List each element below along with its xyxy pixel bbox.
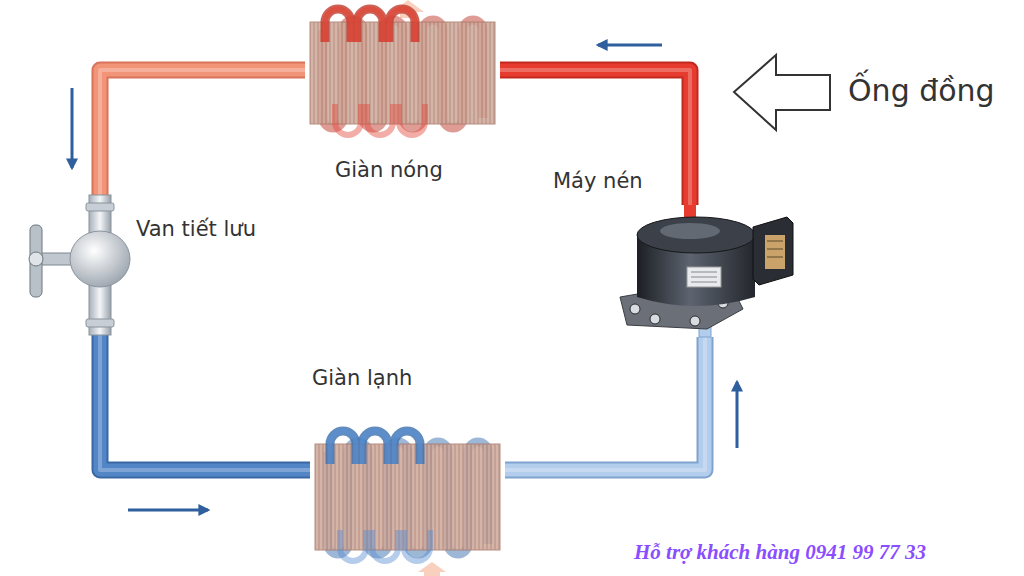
plate-line (691, 282, 717, 283)
pipe-outline (100, 70, 305, 195)
plate-line (691, 272, 717, 273)
pipe-body (505, 337, 705, 470)
pipe-shine (100, 335, 310, 470)
mount-hole (650, 314, 660, 324)
pipe-body (100, 335, 310, 470)
node-label: Giàn nóng (335, 158, 443, 182)
rating-plate (687, 267, 721, 287)
flow-arrow (598, 44, 662, 47)
pipe-outline (500, 70, 690, 205)
pipe-body (100, 70, 305, 195)
terminal-block (765, 235, 785, 269)
flow-arrow (736, 382, 739, 448)
hollow-arrow (734, 55, 830, 130)
expansion-valve: Van tiết lưu (20, 195, 130, 335)
mount-hole (630, 304, 640, 314)
node-label: Máy nén (553, 169, 643, 193)
condenser-coil: Giàn nóng (305, 8, 500, 132)
terminal-pin (767, 257, 783, 258)
flow-arrow (128, 509, 208, 512)
flow-arrow (71, 88, 74, 168)
coil-bend (325, 9, 415, 42)
compressor: Máy nén (615, 205, 795, 337)
part-label: Ống đồng (848, 73, 995, 108)
pipe-outline (100, 335, 310, 470)
copper-pipe (100, 335, 310, 510)
compressor-dome (637, 217, 755, 253)
terminal-box (753, 217, 793, 285)
node-label: Giàn lạnh (312, 366, 412, 390)
valve-handle (30, 225, 42, 297)
coil-bend (340, 530, 430, 561)
condenser-coil-picture (305, 8, 500, 132)
handle-hub (29, 252, 43, 266)
terminal-pin (767, 241, 783, 242)
evaporator-coil-picture (310, 430, 505, 558)
compressor-picture (615, 205, 795, 337)
terminal-pin (767, 249, 783, 250)
mount-hole (690, 316, 700, 326)
pipe-body (500, 70, 690, 205)
heat-arrow (418, 562, 446, 576)
coil-bend (330, 431, 420, 464)
dome-highlight (660, 223, 720, 239)
valve-collar (86, 319, 114, 327)
node-label: Van tiết lưu (136, 217, 256, 241)
expansion-valve-picture (20, 195, 130, 335)
valve-body (70, 231, 130, 287)
plate-line (691, 277, 717, 278)
watermark: Hỗ trợ khách hàng 0941 99 77 33 (634, 540, 926, 565)
coil-bend (325, 9, 415, 42)
pipe-shine (505, 337, 705, 470)
coil-bend (335, 104, 425, 135)
pipe-shine (100, 70, 305, 195)
coil-bend (330, 431, 420, 464)
copper-pipe (72, 70, 305, 195)
copper-pipe (500, 45, 690, 205)
copper-pipe (505, 337, 737, 470)
valve-collar (86, 203, 114, 211)
pipe-outline (505, 337, 705, 470)
pipe-shine (500, 70, 690, 205)
evaporator-coil: Giàn lạnh (310, 430, 505, 558)
